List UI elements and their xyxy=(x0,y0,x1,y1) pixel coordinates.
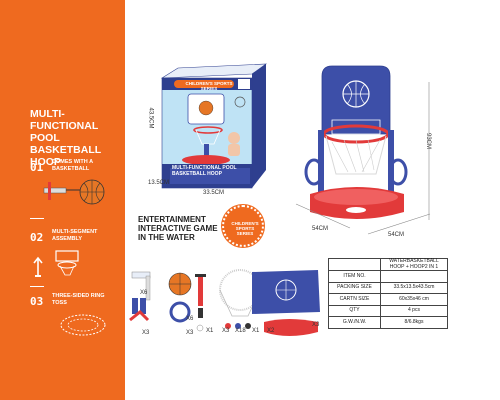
spec-value: 33.5x13.5x43.5cm xyxy=(380,281,448,294)
feature-number: 02 xyxy=(30,231,44,244)
part-qty: X6 xyxy=(186,316,194,322)
spec-label xyxy=(328,258,381,271)
ring-toss-icon xyxy=(60,314,106,336)
part-qty: X6 xyxy=(140,290,148,296)
spec-table: WATERBASKETBALL HOOP + HOOP2 IN 1 ITEM N… xyxy=(328,258,448,329)
feature-sidebar: MULTI-FUNCTIONAL POOL BASKETBALL HOOP 01… xyxy=(0,0,125,400)
feature-number: 01 xyxy=(30,161,44,174)
table-row: ITEM NO. xyxy=(328,270,448,283)
part-qty: X3 xyxy=(312,322,320,328)
feature-1: 01 COMES WITH A BASKETBALL xyxy=(30,158,107,176)
table-row: QTY 4 pcs xyxy=(328,304,448,317)
divider xyxy=(30,218,44,219)
spec-label: QTY xyxy=(328,304,381,317)
part-qty: X18 xyxy=(235,328,246,334)
feature-text: MULTI-SEGMENT ASSEMBLY xyxy=(52,229,98,242)
hoop-width-dim: 54CM xyxy=(312,226,329,232)
box-banner: CHILDREN'S SPORTS SERIES xyxy=(185,81,233,91)
badge-text: CHILDREN'S SPORTS SERIES xyxy=(231,221,259,236)
part-qty: X2 xyxy=(267,328,275,334)
spec-value: WATERBASKETBALL HOOP + HOOP2 IN 1 xyxy=(380,258,448,271)
table-row: CARTN SIZE 60x35x46 cm xyxy=(328,293,448,306)
part-qty: X3 xyxy=(186,330,194,336)
product-box-image xyxy=(160,63,268,189)
table-row: PACKING SIZE 33.5x13.5x43.5cm xyxy=(328,281,448,294)
part-qty: X3 xyxy=(142,330,150,336)
box-height-dim: 43.5CM xyxy=(147,107,154,129)
spec-label: ITEM NO. xyxy=(328,270,381,283)
box-width-dim: 33.5CM xyxy=(203,190,225,196)
assembled-hoop-image xyxy=(304,65,408,219)
spec-value: 4 pcs xyxy=(380,304,448,317)
dimension-lines xyxy=(295,203,431,235)
spec-value: 60x35x46 cm xyxy=(380,293,448,306)
series-badge: CHILDREN'S SPORTS SERIES xyxy=(222,205,264,247)
part-qty: X3 xyxy=(222,328,230,334)
spec-value xyxy=(380,270,448,283)
parts-image xyxy=(129,269,320,336)
feature-3: 03 THREE-SIDED RING TOSS xyxy=(30,292,107,310)
part-qty: X1 xyxy=(252,328,260,334)
divider xyxy=(30,286,44,287)
table-row: G.W./N.W. 8/6.8kgs xyxy=(328,316,448,329)
feature-text: THREE-SIDED RING TOSS xyxy=(52,293,105,306)
spec-label: G.W./N.W. xyxy=(328,316,381,329)
spec-value: 8/6.8kgs xyxy=(380,316,448,329)
assembly-icon xyxy=(33,250,79,277)
height-line xyxy=(428,82,430,220)
tagline: ENTERTAINMENT INTERACTIVE GAME IN THE WA… xyxy=(138,215,218,242)
spec-label: PACKING SIZE xyxy=(328,281,381,294)
feature-2: 02 MULTI-SEGMENT ASSEMBLY xyxy=(30,228,107,246)
basketball-pump-icon xyxy=(43,179,105,205)
spec-label: CARTN SIZE xyxy=(328,293,381,306)
box-label: MULTI-FUNCTIONAL POOL BASKETBALL HOOP xyxy=(172,165,237,177)
part-qty: X1 xyxy=(206,328,214,334)
box-depth-dim: 13.5CM xyxy=(148,180,170,186)
feature-number: 03 xyxy=(30,295,44,308)
feature-text: COMES WITH A BASKETBALL xyxy=(52,159,93,172)
table-row: WATERBASKETBALL HOOP + HOOP2 IN 1 xyxy=(328,258,448,271)
hoop-depth-dim: 54CM xyxy=(388,232,405,238)
product-title: MULTI-FUNCTIONAL POOL BASKETBALL HOOP xyxy=(30,108,101,168)
